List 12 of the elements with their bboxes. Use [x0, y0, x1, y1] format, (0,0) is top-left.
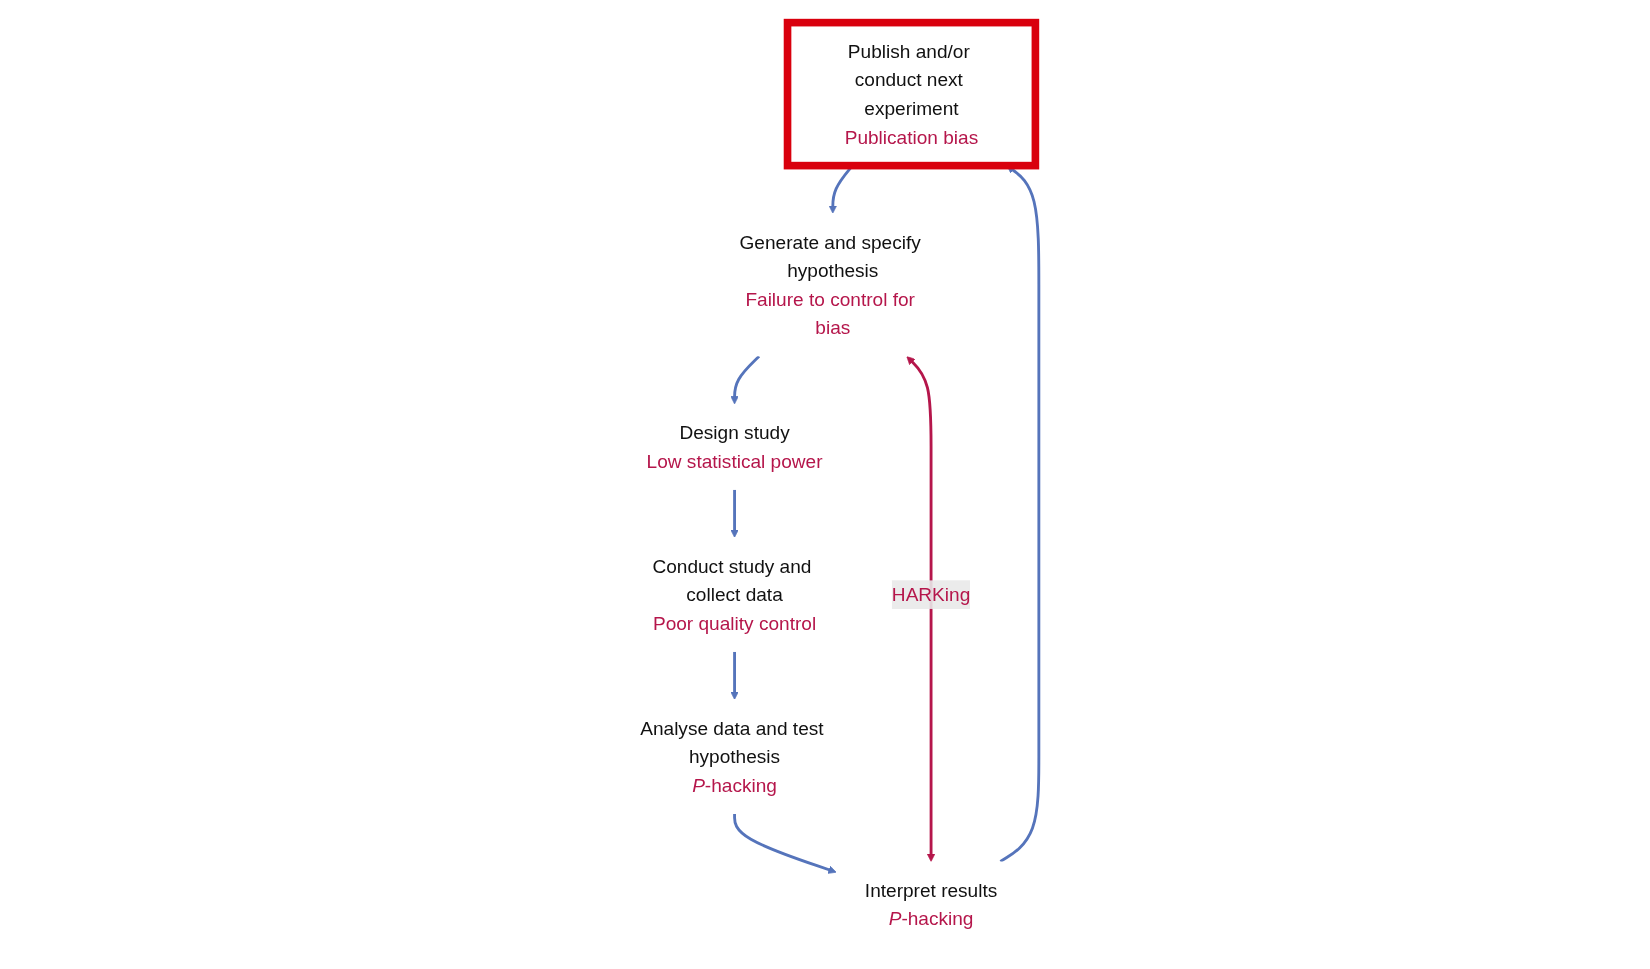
- arrow: [730, 489, 739, 538]
- node-box: Publish and/or conduct next experiment Publication bias: [783, 18, 1040, 169]
- node-text: Design study Low statistical power: [646, 421, 823, 472]
- edge-label: HARKing: [892, 583, 971, 605]
- arrow: [730, 354, 761, 404]
- node-text: Interpret results P-hacking: [865, 879, 998, 929]
- node-text: Generate and specify hypothesis Failure to control for bias: [739, 230, 922, 338]
- node-text: Conduct study and collect data Poor quality control: [652, 555, 817, 634]
- arrow: [733, 813, 837, 874]
- node-text: Analyse data and test hypothesis P-hacking: [640, 717, 824, 796]
- arrow: [906, 355, 936, 862]
- arrow: [730, 651, 739, 700]
